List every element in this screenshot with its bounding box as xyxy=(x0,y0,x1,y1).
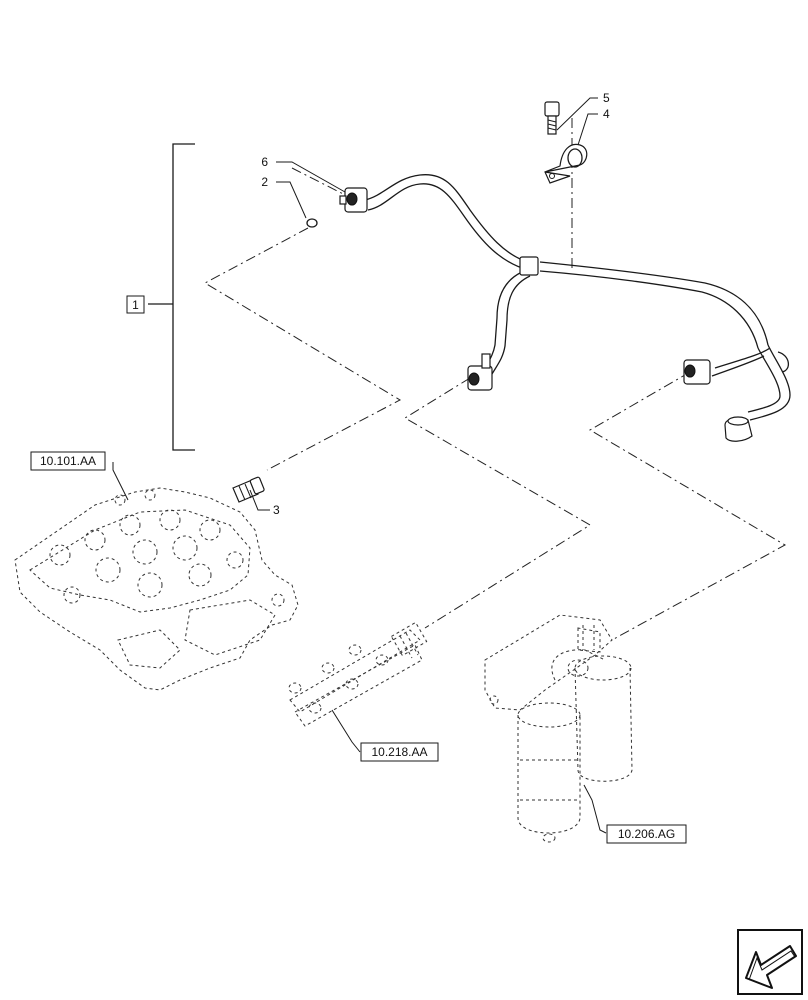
connector-middle xyxy=(467,353,493,391)
arrow-icon[interactable] xyxy=(737,929,803,995)
fuel-rail-ghost xyxy=(288,621,428,727)
bolt xyxy=(544,101,560,135)
leader-lines xyxy=(249,97,598,511)
leader-10-218 xyxy=(331,709,361,753)
leader-10-101 xyxy=(112,462,129,501)
callout-5: 5 xyxy=(603,91,610,105)
ref-box-10-101 xyxy=(30,451,106,471)
connector-right xyxy=(683,359,711,385)
leader-10-206 xyxy=(583,784,607,834)
callout-3: 3 xyxy=(273,503,280,517)
sensor xyxy=(232,476,265,503)
connector-end-cap xyxy=(724,416,753,442)
ref-box-10-218 xyxy=(360,742,439,762)
callout-1: 1 xyxy=(132,298,139,312)
o-ring xyxy=(306,218,318,228)
ref-box-10-206 xyxy=(606,824,687,844)
ref-fuel-filter: 10.206.AG xyxy=(618,827,675,841)
callout-4: 4 xyxy=(603,107,610,121)
fuel-filter-ghost xyxy=(484,614,633,843)
cylinder-head-ghost xyxy=(14,487,299,691)
wiring-harness xyxy=(364,174,791,421)
ref-cylinder-head: 10.101.AA xyxy=(40,454,96,468)
assembly-lines xyxy=(203,118,787,641)
assembly-bracket xyxy=(126,143,195,451)
callout-2: 2 xyxy=(261,175,268,189)
ref-fuel-rail: 10.218.AA xyxy=(371,745,427,759)
clamp xyxy=(544,143,588,184)
callout-6: 6 xyxy=(261,155,268,169)
connector-top xyxy=(339,187,368,213)
